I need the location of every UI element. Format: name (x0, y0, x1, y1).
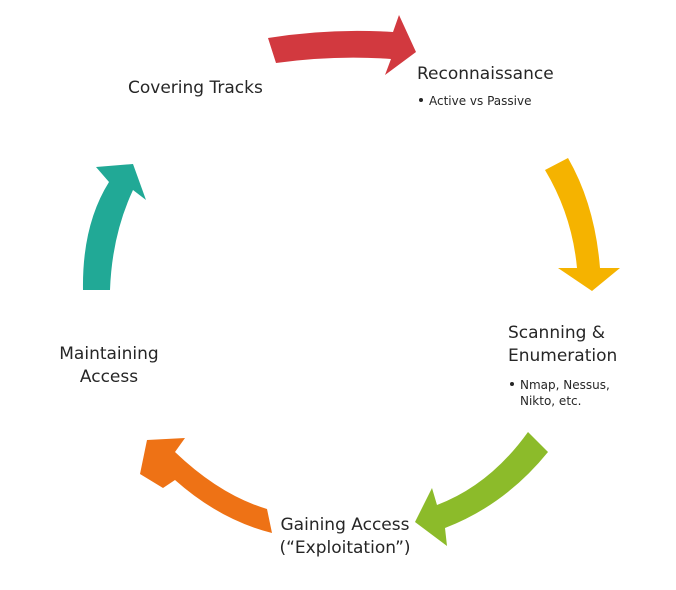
arrow-covering-to-recon (268, 15, 416, 75)
stage-gaining-title-line1: Gaining Access (280, 515, 410, 535)
stage-scanning-title-line1: Scanning & (508, 323, 606, 343)
arrow-recon-to-scanning (545, 158, 620, 291)
stage-maintaining-title-line1: Maintaining (59, 344, 159, 364)
stage-reconnaissance-title: Reconnaissance (417, 64, 554, 84)
stage-maintaining-title-line2: Access (79, 367, 139, 387)
bullet-line-2: Nikto, etc. (520, 394, 582, 408)
stage-scanning-bullet: Nmap, Nessus, Nikto, etc. (510, 377, 610, 409)
stage-reconnaissance-bullet: Active vs Passive (419, 93, 531, 109)
stage-gaining-title-line2: (“Exploitation”) (279, 538, 411, 558)
bullet-dot (510, 381, 514, 386)
stage-covering-tracks-title: Covering Tracks (128, 78, 263, 98)
arrow-maintaining-to-covering (82, 164, 146, 290)
stage-scanning-title-line2: Enumeration (508, 346, 618, 366)
bullet-line-1: Nmap, Nessus, (520, 378, 610, 392)
arrow-gaining-to-maintaining (140, 438, 272, 533)
arrow-scanning-to-gaining (415, 432, 548, 546)
bullet-dot (419, 97, 423, 102)
